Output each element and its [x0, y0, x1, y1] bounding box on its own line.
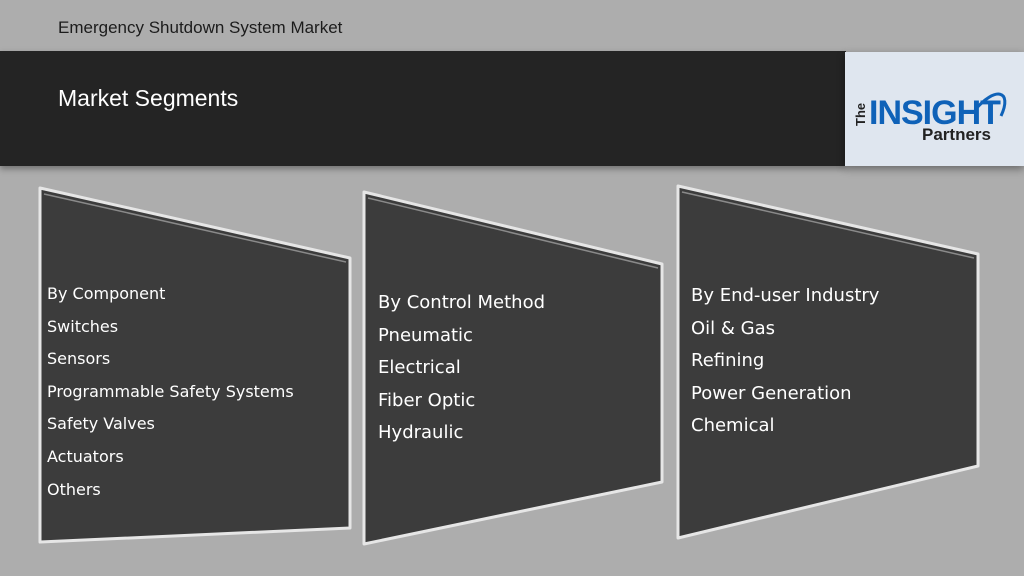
segment-list-control-method: By Control Method Pneumatic Electrical F… — [378, 287, 545, 450]
company-logo: The INSIGHT Partners — [845, 52, 1024, 166]
segment-panel-end-user: By End-user Industry Oil & Gas Refining … — [676, 184, 980, 540]
segment-item: Chemical — [691, 415, 775, 437]
segment-item: Actuators — [47, 446, 124, 466]
header-band — [0, 51, 846, 166]
segment-item: Sensors — [47, 349, 111, 369]
segment-item: Programmable Safety Systems — [47, 381, 294, 401]
logo-partners: Partners — [922, 125, 991, 144]
panel-shape — [38, 186, 352, 544]
panel-shape — [362, 190, 664, 546]
panel-shape — [676, 184, 980, 540]
segment-item: Fiber Optic — [378, 389, 476, 411]
presentation-title: Emergency Shutdown System Market — [58, 18, 343, 37]
segment-item: Power Generation — [691, 382, 852, 404]
segment-item: Hydraulic — [378, 422, 464, 444]
segment-panel-component: By Component Switches Sensors Programmab… — [38, 186, 352, 544]
segment-item: Others — [47, 479, 101, 499]
segment-heading: By End-user Industry — [691, 285, 880, 306]
segment-panel-control-method: By Control Method Pneumatic Electrical F… — [362, 190, 664, 546]
segment-list-component: By Component Switches Sensors Programmab… — [47, 278, 294, 506]
logo-insight: INSIGHT — [869, 94, 1001, 132]
segment-item: Electrical — [378, 357, 461, 379]
segment-item: Refining — [691, 350, 765, 372]
segment-heading: By Component — [47, 284, 166, 303]
segment-item: Safety Valves — [47, 414, 155, 434]
section-title: Market Segments — [58, 85, 239, 111]
segment-list-end-user: By End-user Industry Oil & Gas Refining … — [691, 280, 879, 443]
logo-swoosh — [973, 92, 1007, 117]
segment-item: Switches — [47, 316, 119, 336]
segment-item: Pneumatic — [378, 324, 473, 346]
logo-the: The — [853, 103, 868, 126]
segment-item: Oil & Gas — [691, 317, 776, 339]
segment-heading: By Control Method — [378, 292, 546, 313]
